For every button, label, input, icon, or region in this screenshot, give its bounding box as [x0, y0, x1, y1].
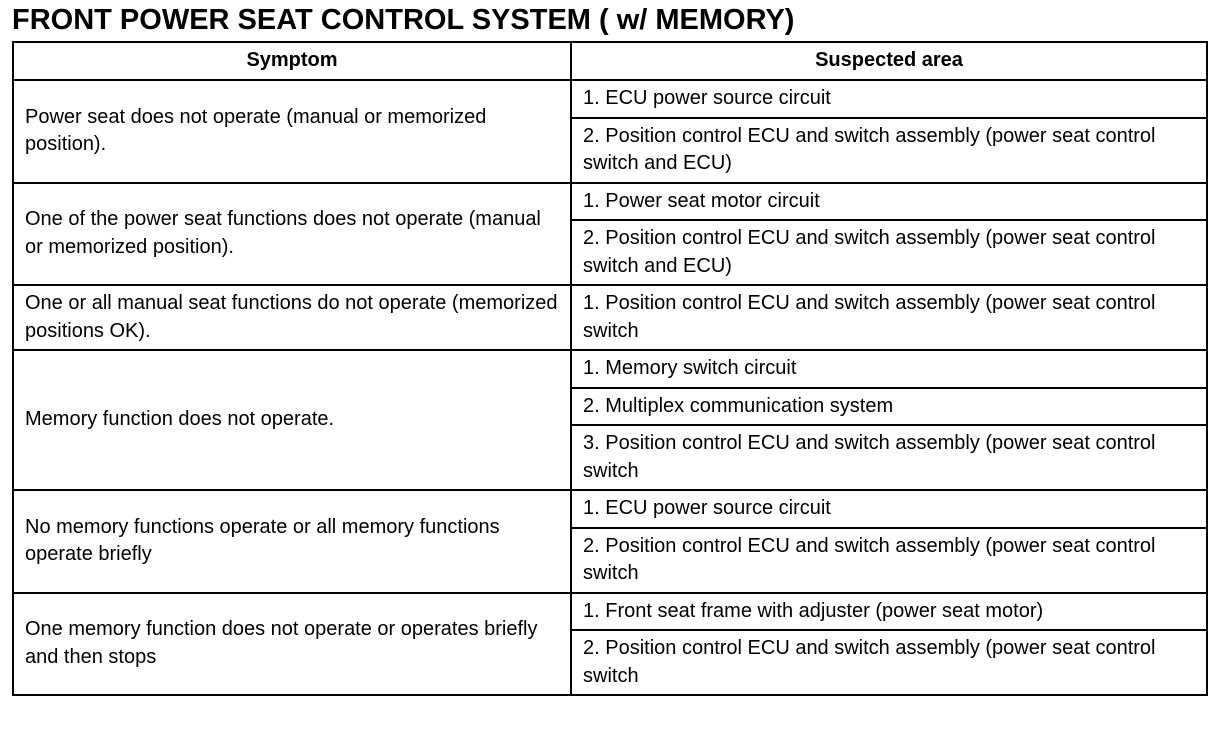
table-row: 2. Position control ECU and switch assem… [13, 526, 1208, 594]
troubleshooting-table: Symptom Suspected area Power seat does n… [12, 41, 1208, 696]
suspected-area-cell: 3. Position control ECU and switch assem… [570, 424, 1208, 491]
header-symptom: Symptom [12, 41, 572, 81]
table-row: No memory functions operate or all memor… [12, 489, 1208, 594]
suspected-area-cell: 1. ECU power source circuit [570, 489, 1208, 529]
table-row: 3. Position control ECU and switch assem… [13, 424, 1208, 491]
table-row: 2. Position control ECU and switch assem… [13, 116, 1208, 184]
table-row: One memory function does not operate or … [12, 591, 1208, 696]
table-row: 2. Position control ECU and switch assem… [13, 629, 1208, 696]
table-row: One or all manual seat functions do not … [12, 284, 1208, 351]
suspected-area-cell: 2. Position control ECU and switch assem… [570, 116, 1208, 184]
symptom-cell: One of the power seat functions does not… [12, 181, 572, 286]
symptom-cell: One or all manual seat functions do not … [12, 284, 572, 351]
suspected-area-cell: 2. Position control ECU and switch assem… [570, 526, 1208, 594]
symptom-cell: One memory function does not operate or … [12, 591, 572, 696]
suspected-area-cell: 2. Position control ECU and switch assem… [570, 219, 1208, 286]
table-row: Memory function does not operate. 1. Mem… [12, 349, 1208, 491]
suspected-area-cell: 1. Front seat frame with adjuster (power… [570, 591, 1208, 631]
header-suspected-area: Suspected area [570, 41, 1208, 81]
page-title: FRONT POWER SEAT CONTROL SYSTEM ( w/ MEM… [12, 4, 795, 36]
table-header-row: Symptom Suspected area [12, 41, 1208, 81]
suspected-area-cell: 1. Memory switch circuit [570, 349, 1208, 389]
suspected-area-cell: 2. Position control ECU and switch assem… [570, 629, 1208, 696]
table-row: Power seat does not operate (manual or m… [12, 79, 1208, 184]
suspected-area-cell: 1. Power seat motor circuit [570, 181, 1208, 221]
table-row: One of the power seat functions does not… [12, 181, 1208, 286]
symptom-cell: Memory function does not operate. [12, 349, 572, 491]
table-row: 2. Position control ECU and switch assem… [13, 219, 1208, 286]
symptom-cell: No memory functions operate or all memor… [12, 489, 572, 594]
symptom-cell: Power seat does not operate (manual or m… [12, 79, 572, 184]
suspected-area-cell: 1. ECU power source circuit [570, 79, 1208, 119]
suspected-area-cell: 2. Multiplex communication system [570, 386, 1208, 426]
table-row: 2. Multiplex communication system [13, 386, 1208, 426]
suspected-area-cell: 1. Position control ECU and switch assem… [570, 284, 1208, 351]
